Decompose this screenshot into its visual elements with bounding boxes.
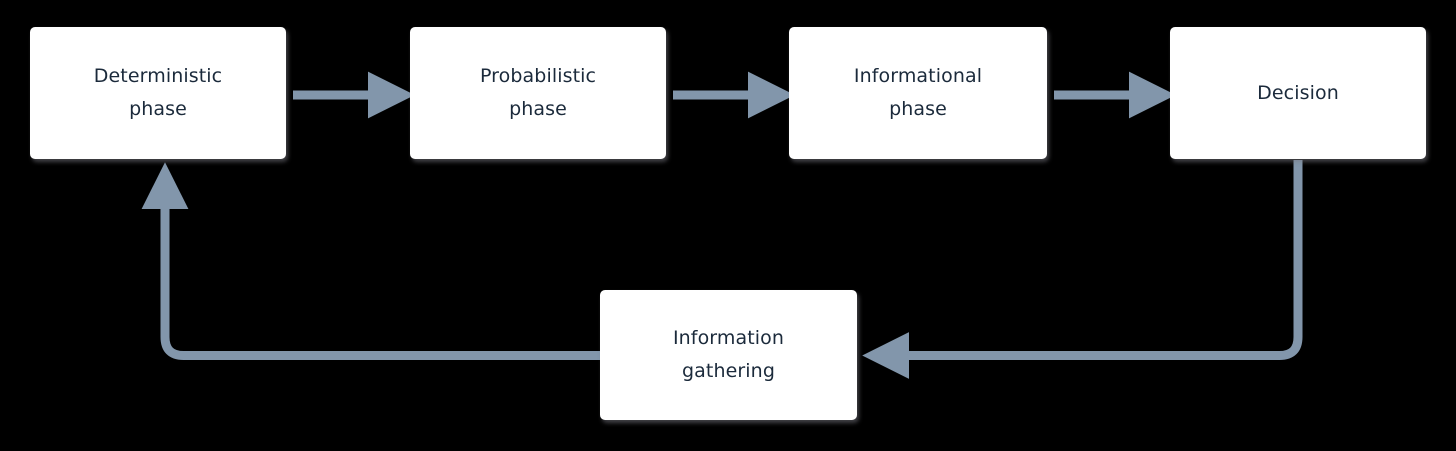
node-label-informational-phase: Informational phase — [853, 65, 983, 120]
node-information-gathering[interactable]: Information gathering — [600, 290, 857, 420]
edge-decision-to-information-gathering — [862, 160, 1303, 379]
node-label-deterministic-phase: Deterministic phase — [93, 65, 223, 120]
edge-information-gathering-to-deterministic — [141, 162, 600, 360]
node-informational-phase[interactable]: Informational phase — [789, 27, 1047, 159]
node-probabilistic-phase[interactable]: Probabilistic phase — [410, 27, 666, 159]
node-label-information-gathering: Information gathering — [672, 327, 785, 382]
node-deterministic-phase[interactable]: Deterministic phase — [30, 27, 286, 159]
node-label-probabilistic-phase: Probabilistic phase — [479, 65, 597, 120]
node-decision[interactable]: Decision — [1170, 27, 1426, 159]
node-label-decision: Decision — [1257, 81, 1339, 104]
